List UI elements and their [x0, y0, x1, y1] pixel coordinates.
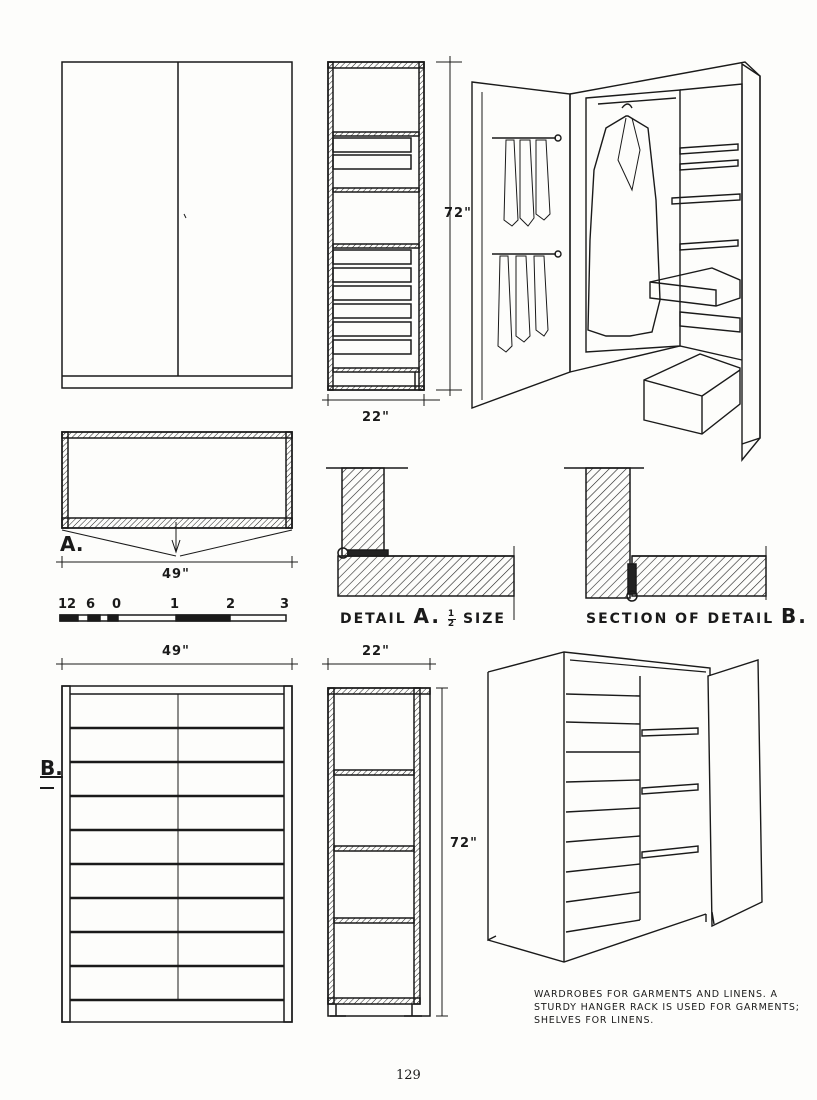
detail-b-title: SECTION OF DETAIL B.	[586, 604, 808, 628]
page-number: 129	[396, 1068, 421, 1083]
fraction-numerator: 1	[447, 608, 457, 620]
width-dimension-b: 49"	[162, 644, 190, 659]
detail-a-drawing	[326, 467, 515, 620]
detail-b-drawing	[564, 467, 767, 602]
fraction-denominator: 2	[447, 618, 457, 629]
depth-dimension-b: 22"	[362, 644, 390, 659]
figure-caption: WARDROBES FOR GARMENTS AND LINENS. A STU…	[534, 989, 800, 1026]
label-b: B.	[40, 756, 63, 780]
height-dimension-a: 72"	[444, 206, 472, 221]
detail-b-letter: B.	[781, 604, 808, 628]
scale-tick-1: 1	[170, 597, 180, 612]
depth-dimension-a: 22"	[362, 410, 390, 425]
scale-tick-6: 6	[86, 597, 96, 612]
scale-tick-0: 0	[112, 597, 122, 612]
wardrobe-a-front-elevation	[61, 61, 293, 389]
label-a: A.	[60, 532, 84, 556]
scale-tick-3: 3	[280, 597, 290, 612]
width-dimension-a: 49"	[162, 567, 190, 582]
wardrobe-b-front-elevation	[40, 658, 298, 1023]
wardrobe-a-plan	[56, 431, 298, 568]
detail-a-fraction: 1 2	[447, 608, 457, 629]
wardrobe-a-perspective	[471, 61, 761, 462]
detail-a-title: DETAIL A. 1 2 SIZE	[340, 604, 506, 629]
scale-tick-12: 12	[58, 597, 77, 612]
wardrobe-a-side-section	[322, 56, 462, 406]
wardrobe-b-perspective	[487, 651, 763, 963]
detail-a-prefix: DETAIL	[340, 611, 407, 627]
scale-tick-2: 2	[226, 597, 236, 612]
detail-a-suffix: SIZE	[462, 611, 506, 627]
detail-a-letter: A.	[413, 604, 441, 628]
height-dimension-b: 72"	[450, 836, 478, 851]
wardrobe-b-side-section	[322, 658, 448, 1017]
scale-bar	[59, 614, 287, 622]
detail-b-prefix: SECTION OF DETAIL	[586, 611, 775, 627]
